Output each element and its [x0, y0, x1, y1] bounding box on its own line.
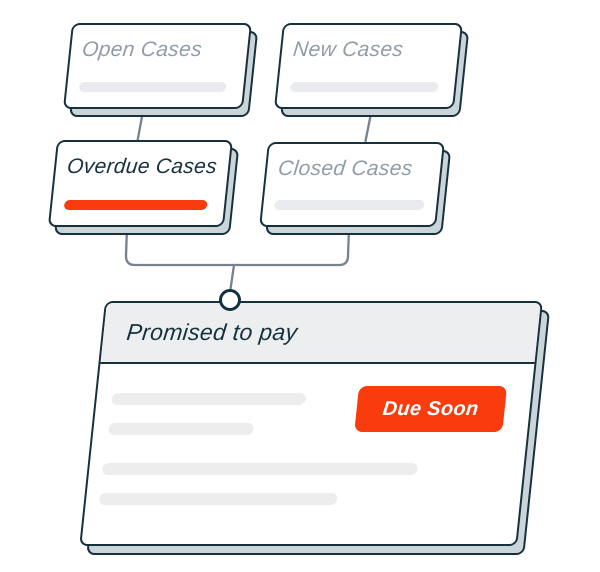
connector-node	[219, 289, 241, 311]
card-face: Promised to pay Due Soon	[79, 301, 544, 546]
card-face: Open Cases	[62, 23, 253, 109]
card-closed-cases[interactable]: Closed Cases	[259, 142, 452, 235]
card-face: New Cases	[273, 23, 463, 109]
active-indicator-bar	[63, 200, 208, 210]
card-overdue-cases[interactable]: Overdue Cases	[47, 140, 240, 235]
placeholder-bar	[98, 493, 338, 505]
detail-card-title: Promised to pay	[125, 319, 299, 345]
due-soon-badge-label: Due Soon	[381, 397, 480, 420]
due-soon-badge: Due Soon	[354, 386, 508, 432]
card-title: Open Cases	[81, 38, 204, 61]
placeholder-bar	[107, 423, 255, 435]
card-title: Closed Cases	[277, 157, 414, 180]
placeholder-bar	[101, 463, 418, 475]
card-face: Closed Cases	[259, 142, 445, 227]
placeholder-bar	[78, 82, 227, 92]
card-face: Overdue Cases	[47, 140, 234, 227]
card-open-cases[interactable]: Open Cases	[62, 23, 259, 117]
connector-bracket	[124, 225, 351, 267]
card-new-cases[interactable]: New Cases	[273, 23, 470, 117]
connector-drop	[229, 263, 236, 291]
placeholder-bar	[111, 393, 307, 405]
placeholder-bar	[273, 200, 425, 210]
card-title: New Cases	[292, 38, 405, 61]
placeholder-bar	[289, 82, 439, 92]
detail-card[interactable]: Promised to pay Due Soon	[79, 301, 551, 555]
detail-card-header: Promised to pay	[100, 303, 541, 364]
card-title: Overdue Cases	[66, 155, 219, 178]
